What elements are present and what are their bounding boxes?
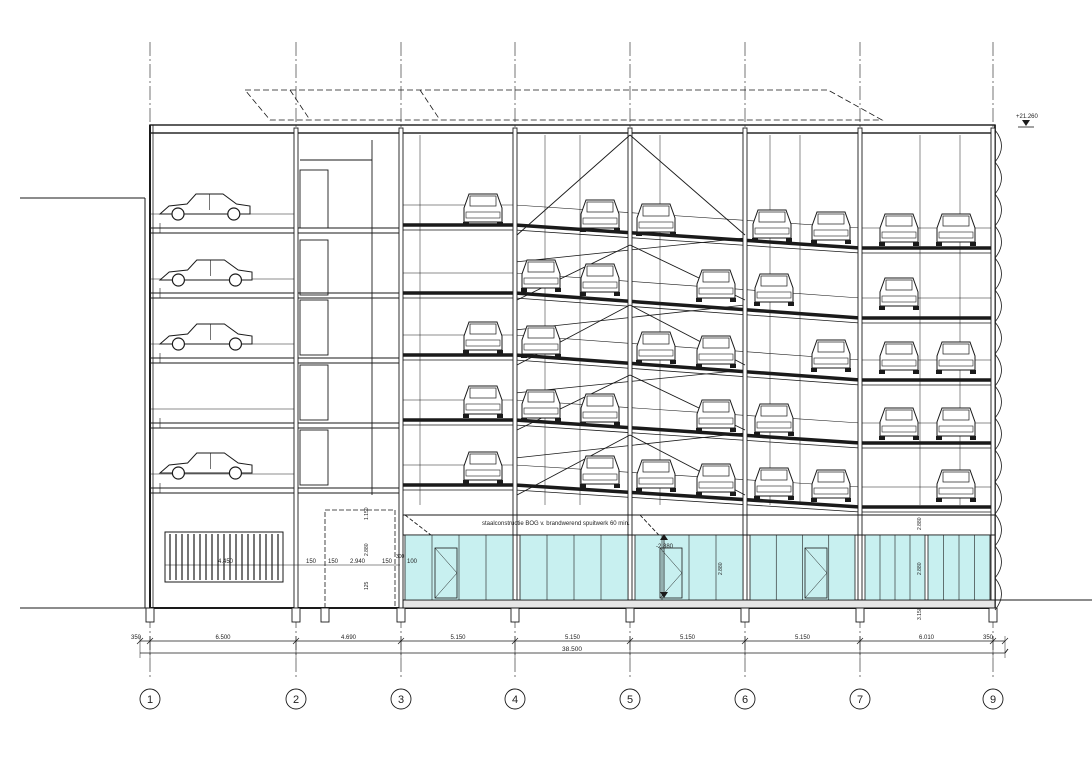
lift-core — [299, 140, 373, 495]
front-view-car — [811, 339, 851, 372]
front-view-car — [463, 193, 503, 226]
bay-dimension: 4.690 — [341, 635, 357, 641]
axis-bubble-2: 2 — [285, 688, 307, 710]
side-view-car — [158, 452, 253, 480]
front-view-car — [936, 407, 976, 440]
bay-dimension: 350 — [983, 635, 994, 641]
dim-2880b: 2.880 — [718, 562, 724, 575]
axis-bubble-6: 6 — [734, 688, 756, 710]
front-view-car — [580, 393, 620, 426]
front-view-car — [879, 277, 919, 310]
axis-label: 6 — [742, 694, 748, 706]
facade-scallops — [994, 129, 1002, 611]
front-view-car — [521, 389, 561, 422]
front-view-car — [879, 341, 919, 374]
ground-level-label: -2.880 — [656, 544, 674, 550]
bay-dimension: 6.500 — [215, 635, 231, 641]
axis-label: 9 — [990, 694, 996, 706]
front-view-car — [636, 203, 676, 236]
front-view-car — [754, 273, 794, 306]
bay-dimension: 5.150 — [680, 635, 696, 641]
parked-cars — [158, 193, 976, 502]
roof-dashed-outline — [244, 89, 884, 121]
dim-150b: 150 — [328, 559, 339, 565]
axis-bubble-7: 7 — [849, 688, 871, 710]
site-lines — [20, 197, 1092, 609]
axis-label: 2 — [293, 694, 299, 706]
dim-300: 300 — [396, 554, 405, 560]
axis-bubble-4: 4 — [504, 688, 526, 710]
axis-label: 5 — [627, 694, 633, 706]
front-view-car — [580, 263, 620, 296]
dimension-strings: 350 6.500 4.690 5.150 5.150 5.150 5.150 6.010 35… — [131, 635, 1009, 658]
floor-slabs-left — [149, 213, 402, 494]
front-view-car — [636, 459, 676, 492]
front-view-car — [754, 467, 794, 500]
front-view-car — [936, 469, 976, 502]
dim-100: 100 — [407, 559, 418, 565]
front-view-car — [811, 211, 851, 244]
bay-dimension: 350 — [131, 635, 142, 641]
side-view-car — [158, 259, 253, 287]
front-view-car — [696, 335, 736, 368]
axis-bubble-9: 9 — [982, 688, 1004, 710]
axis-bubble-3: 3 — [390, 688, 412, 710]
dim-2940: 2.940 — [350, 559, 366, 565]
axis-bubble-1: 1 — [139, 688, 161, 710]
ground-level-triangle — [660, 534, 668, 540]
front-view-car — [463, 451, 503, 484]
ground-floor: staalconstructie BOG v. brandwerend spui… — [164, 509, 996, 609]
front-view-car — [463, 321, 503, 354]
dim-125: 125 — [364, 581, 370, 590]
front-view-car — [521, 325, 561, 358]
axis-label: 3 — [398, 694, 404, 706]
front-view-car — [696, 463, 736, 496]
dim-4450: 4.450 — [218, 559, 234, 565]
front-view-car — [580, 199, 620, 232]
front-view-car — [521, 259, 561, 292]
front-view-car — [580, 455, 620, 488]
glass-facade — [404, 534, 991, 601]
front-view-car — [463, 385, 503, 418]
bay-dimension: 5.150 — [565, 635, 581, 641]
level-markers: +21.260 -2.880 — [656, 114, 1039, 598]
bay-dimension: 5.150 — [450, 635, 466, 641]
steel-note: staalconstructie BOG v. brandwerend spui… — [482, 521, 630, 527]
dim-1150: 1.150 — [364, 507, 370, 520]
front-view-car — [879, 213, 919, 246]
total-dimension: 38.500 — [562, 646, 582, 653]
front-view-car — [752, 209, 792, 242]
bay-dimension: 6.010 — [919, 635, 935, 641]
dim-3150: 3.150 — [917, 607, 923, 620]
front-view-car — [636, 331, 676, 364]
grid-axis-bubbles: 1 2 3 4 5 6 7 9 — [139, 688, 1004, 710]
front-view-car — [879, 407, 919, 440]
side-view-car — [158, 323, 253, 351]
front-view-car — [936, 213, 976, 246]
entrance-frame — [324, 509, 396, 609]
garage-door-slats — [169, 534, 279, 580]
dim-2880a: 2.880 — [364, 543, 370, 556]
inner-dimensions: 4.450 150 150 2.940 150 100 300 2.880 1.… — [165, 507, 923, 620]
top-level-label: +21.260 — [1016, 114, 1039, 120]
axis-label: 7 — [857, 694, 863, 706]
bay-dimension: 5.150 — [795, 635, 811, 641]
dim-2880d: 2.880 — [917, 517, 923, 530]
axis-label: 4 — [512, 694, 518, 706]
hatched-ground-slab — [402, 599, 996, 609]
front-view-car — [696, 399, 736, 432]
dim-2880c: 2.880 — [917, 562, 923, 575]
front-view-car — [936, 341, 976, 374]
front-view-car — [811, 469, 851, 502]
axis-bubble-5: 5 — [619, 688, 641, 710]
dim-150c: 150 — [382, 559, 393, 565]
side-view-car — [158, 193, 251, 221]
top-level-triangle — [1022, 120, 1030, 126]
front-view-car — [696, 269, 736, 302]
axis-label: 1 — [147, 694, 153, 706]
dim-150a: 150 — [306, 559, 317, 565]
front-view-car — [754, 403, 794, 436]
